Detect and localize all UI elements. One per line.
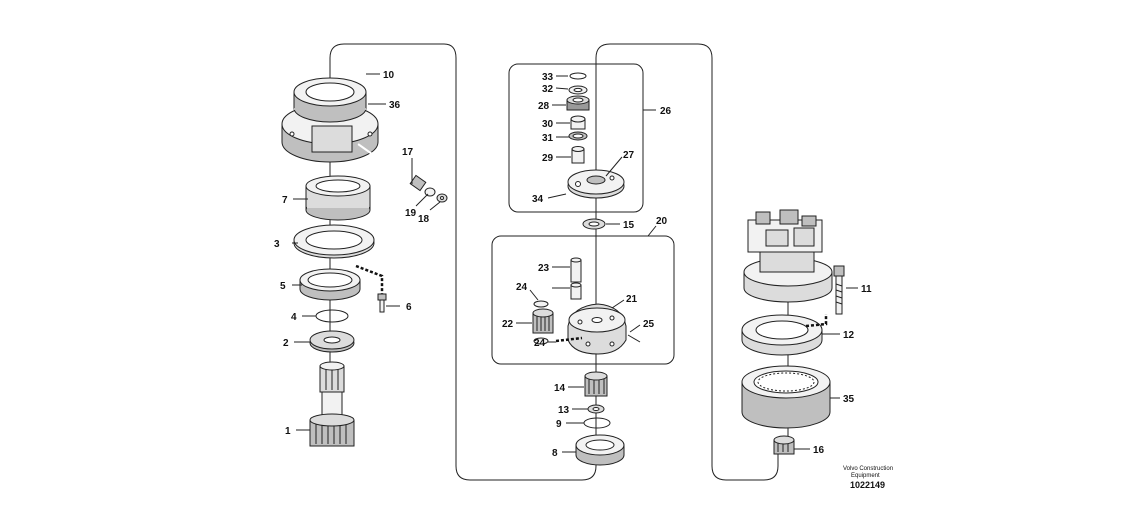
callout-14: 14 bbox=[554, 383, 566, 394]
callout-12: 12 bbox=[843, 330, 855, 341]
callout-24a: 24 bbox=[516, 282, 528, 293]
callout-22: 22 bbox=[502, 319, 514, 330]
part-2-thrust-washer bbox=[309, 330, 355, 353]
footer-drawing-number: 1022149 bbox=[850, 480, 885, 490]
part-24-washer-bottom bbox=[533, 337, 549, 345]
callout-35: 35 bbox=[843, 394, 855, 405]
part-6-dashed-leader bbox=[355, 264, 384, 294]
callout-2: 2 bbox=[283, 338, 289, 349]
callout-3: 3 bbox=[274, 239, 280, 250]
part-4-o-ring bbox=[315, 309, 349, 323]
callout-34: 34 bbox=[532, 194, 544, 205]
part-12-flange-ring bbox=[741, 314, 823, 356]
part-30-sleeve bbox=[570, 115, 586, 130]
part-25-pin bbox=[627, 334, 641, 343]
callout-9: 9 bbox=[556, 419, 562, 430]
part-19-18-washers bbox=[424, 187, 448, 203]
part-21-planet-carrier bbox=[567, 303, 627, 355]
callout-24b: 24 bbox=[534, 338, 546, 349]
callout-31: 31 bbox=[542, 133, 554, 144]
swing-motor-assembly bbox=[743, 209, 833, 303]
part-5-ring bbox=[299, 268, 361, 301]
group-box-20 bbox=[491, 235, 675, 365]
part-1-pinion-shaft bbox=[309, 361, 355, 447]
part-35-ring-gear bbox=[741, 365, 831, 429]
part-13-washer bbox=[587, 404, 605, 414]
footer-brand-line1: Volvo Construction bbox=[843, 466, 893, 472]
callout-17: 17 bbox=[402, 147, 414, 158]
callout-32: 32 bbox=[542, 84, 554, 95]
part-3-seal-ring bbox=[293, 224, 375, 259]
part-31-ring bbox=[568, 131, 588, 141]
callout-10: 10 bbox=[383, 70, 395, 81]
callout-15: 15 bbox=[623, 220, 635, 231]
part-22-planet-gear bbox=[532, 308, 554, 334]
part-24-washer-top bbox=[533, 300, 549, 308]
callout-11: 11 bbox=[861, 284, 872, 295]
leader-lines bbox=[292, 73, 858, 453]
callout-30: 30 bbox=[542, 119, 554, 130]
callout-18: 18 bbox=[418, 214, 430, 225]
callout-29: 29 bbox=[542, 153, 554, 164]
part-8-bearing bbox=[575, 434, 625, 466]
part-33-circlip bbox=[569, 72, 587, 80]
callout-4: 4 bbox=[291, 312, 297, 323]
callout-8: 8 bbox=[552, 448, 558, 459]
callout-33: 33 bbox=[542, 72, 554, 83]
part-7-bearing bbox=[305, 175, 371, 221]
callout-1: 1 bbox=[285, 426, 291, 437]
part-36-housing bbox=[281, 77, 379, 163]
part-27-planet-carrier bbox=[567, 169, 625, 199]
callout-19: 19 bbox=[405, 208, 417, 219]
callout-7: 7 bbox=[282, 195, 288, 206]
group-box-26 bbox=[508, 63, 644, 213]
callout-26: 26 bbox=[660, 106, 672, 117]
part-24-dashed-leader bbox=[555, 336, 583, 343]
part-14-sun-gear bbox=[584, 371, 608, 397]
footer-brand-line2: Equipment bbox=[851, 473, 880, 479]
callout-20: 20 bbox=[656, 216, 668, 227]
callout-23: 23 bbox=[538, 263, 550, 274]
part-23-pins bbox=[570, 257, 582, 300]
part-15-washer bbox=[582, 218, 606, 230]
part-11-bolt bbox=[833, 265, 845, 315]
part-6-bolt bbox=[377, 293, 387, 313]
callout-13: 13 bbox=[558, 405, 570, 416]
callout-21: 21 bbox=[626, 294, 638, 305]
part-29-pin bbox=[571, 146, 585, 164]
part-32-washer bbox=[568, 85, 588, 95]
part-28-bearing bbox=[566, 95, 590, 111]
callout-28: 28 bbox=[538, 101, 550, 112]
callout-27: 27 bbox=[623, 150, 635, 161]
part-12-dashed-leader bbox=[805, 314, 828, 328]
callout-36: 36 bbox=[389, 100, 401, 111]
part-16-pinion bbox=[773, 435, 795, 455]
callout-16: 16 bbox=[813, 445, 825, 456]
callout-6: 6 bbox=[406, 302, 412, 313]
part-9-o-ring bbox=[583, 417, 611, 429]
callout-25: 25 bbox=[643, 319, 655, 330]
part-17-long-bolt bbox=[357, 143, 427, 192]
callout-5: 5 bbox=[280, 281, 286, 292]
